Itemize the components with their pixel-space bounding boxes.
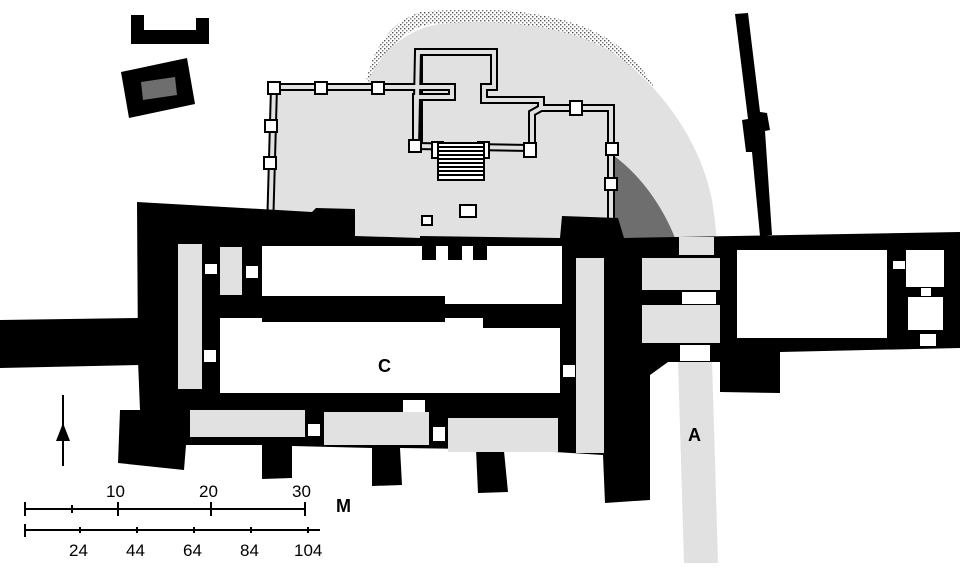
scale-tick-10: 10 [106,482,125,501]
floor-spaces [178,237,720,453]
north-arrow-icon [56,395,70,466]
stippled-mound-edge [366,9,662,106]
label-c: C [378,356,391,376]
causeway-a [678,360,718,563]
white-halls [220,246,944,393]
scale-unit: M [336,496,351,516]
shaded-area [613,155,675,238]
inner-partitions [262,238,563,328]
scale-tick-84: 84 [240,541,259,560]
detached-structure-u [131,15,209,44]
doorways [204,261,936,441]
scale-bar [24,502,320,537]
label-a: A [688,425,701,445]
detached-structure-box-interior [141,77,177,100]
staircase [437,142,485,181]
scale-tick-44: 44 [126,541,145,560]
scale-tick-24: 24 [69,541,88,560]
scale-tick-64: 64 [183,541,202,560]
scale-tick-20: 20 [199,482,218,501]
scale-tick-104: 104 [294,541,322,560]
scale-tick-30: 30 [292,482,311,501]
east-long-wall [735,13,772,236]
